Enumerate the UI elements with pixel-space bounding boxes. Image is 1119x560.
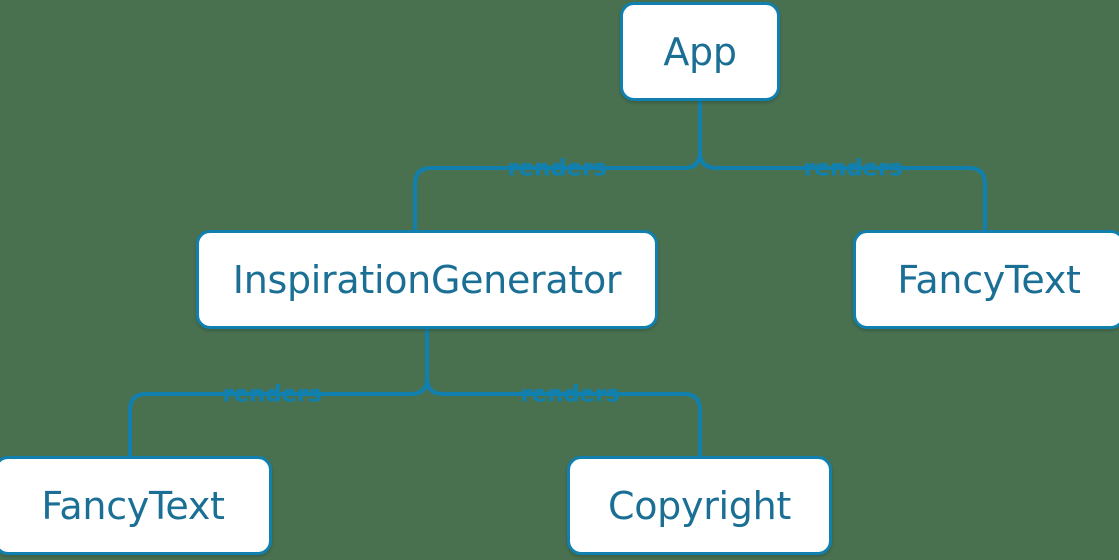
edge-inspiration-generator-to-copyright bbox=[425, 327, 702, 458]
node-inspiration-generator[interactable]: InspirationGenerator bbox=[196, 230, 658, 329]
node-copyright-label: Copyright bbox=[608, 483, 791, 528]
node-fancytext-right[interactable]: FancyText bbox=[853, 230, 1119, 329]
node-fancytext-right-label: FancyText bbox=[897, 257, 1081, 302]
node-inspiration-generator-label: InspirationGenerator bbox=[232, 257, 622, 302]
node-fancytext-bottom[interactable]: FancyText bbox=[0, 456, 272, 555]
node-fancytext-bottom-label: FancyText bbox=[41, 483, 225, 528]
edge-label-inspiration-generator-to-copyright: renders bbox=[520, 381, 620, 408]
edge-app-to-fancytext-right bbox=[698, 99, 987, 232]
edge-label-app-to-inspiration-generator: renders bbox=[507, 155, 607, 182]
edge-label-app-to-fancytext-right: renders bbox=[803, 155, 903, 182]
edge-label-inspiration-generator-to-fancytext-bottom: renders bbox=[222, 381, 322, 408]
node-copyright[interactable]: Copyright bbox=[567, 456, 832, 555]
node-app[interactable]: App bbox=[620, 2, 780, 101]
node-app-label: App bbox=[663, 29, 737, 74]
